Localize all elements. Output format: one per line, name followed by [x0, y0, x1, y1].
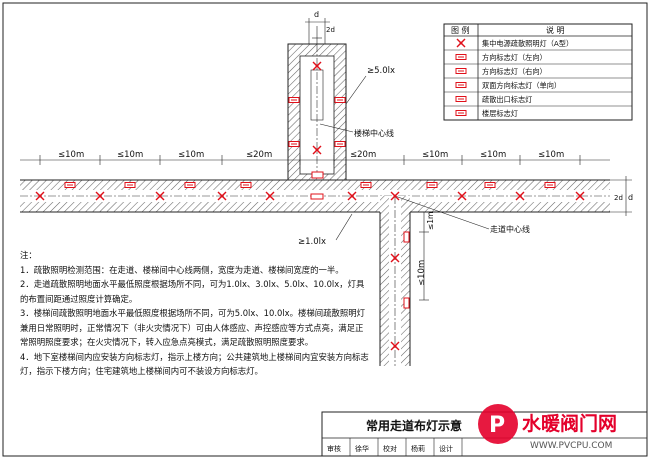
dim-d-right: d — [628, 193, 633, 202]
direction-sign — [403, 231, 410, 243]
vertical-spacing-dimension — [419, 211, 429, 301]
legend-label-1: 集中电源疏散照明灯（A型） — [482, 39, 573, 48]
direction-left-icon — [455, 54, 467, 60]
direction-sign — [334, 141, 346, 147]
watermark: P — [478, 404, 518, 444]
note-line: 2．走道疏散照明地面水平最低照度根据场所不同，可为1.0lx、3.0lx、5.0… — [20, 279, 365, 289]
spacing-right-2: ≤10m — [422, 150, 448, 160]
note-line: 的布置间距通过照度计算确定。 — [20, 293, 138, 304]
legend-label-4: 双面方向标志灯（单向） — [482, 81, 561, 90]
floor-sign — [310, 193, 324, 200]
direction-sign — [124, 182, 136, 188]
note-line: 3．楼梯间疏散照明地面水平最低照度根据场所不同，可为5.0lx、10.0lx。楼… — [20, 308, 365, 318]
direction-double-icon — [455, 82, 467, 88]
exit-sign-icon — [455, 96, 467, 102]
watermark-logo-icon — [478, 404, 518, 444]
direction-sign — [288, 97, 300, 103]
notes: 注： 1．疏散照明检测范围：在走道、楼梯间中心线两侧，宽度为走道、楼梯间宽度的一… — [20, 248, 400, 379]
spacing-left-3: ≤10m — [178, 150, 204, 160]
direction-sign — [64, 182, 76, 188]
legend-label-3: 方向标志灯（右向） — [482, 67, 547, 76]
note-line: 常照明照度要求；在火灾情况下，转入应急点亮模式，满足疏散照明照度要求。 — [20, 337, 314, 347]
top-dimension — [305, 18, 330, 44]
lux-5-label: ≥5.0lx — [367, 66, 395, 76]
corridor-centerline-label: 走道中心线 — [490, 224, 530, 234]
direction-right-icon — [455, 68, 467, 74]
floor-sign-icon — [455, 110, 467, 116]
spacing-left-4: ≤20m — [246, 150, 272, 160]
title-row-reviewer-label: 审核 — [327, 444, 341, 453]
spacing-left-2: ≤10m — [117, 150, 143, 160]
notes-title: 注： — [20, 250, 37, 260]
stairwell — [287, 43, 347, 181]
legend — [443, 23, 633, 121]
svg-text:P: P — [489, 413, 505, 438]
branch-corridor — [379, 196, 411, 366]
spacing-right-3: ≤10m — [480, 150, 506, 160]
direction-sign — [288, 141, 300, 147]
dim-2d-top: 2d — [326, 26, 335, 34]
spacing-right-4: ≤10m — [538, 150, 564, 160]
legend-header-desc: 说 明 — [546, 25, 565, 35]
watermark-url: WWW.PVCPU.COM — [530, 441, 612, 451]
title-row-reviewer: 徐华 — [355, 444, 369, 453]
stair-centerline-label: 楼梯中心线 — [354, 128, 394, 138]
legend-label-6: 楼层标志灯 — [482, 109, 518, 118]
note-line: 4．地下室楼梯间内应安装方向标志灯，指示上楼方向；公共建筑地上楼梯间内宜安装方向… — [20, 351, 369, 362]
spacing-vertical-1: ≤1m — [426, 212, 435, 230]
direction-sign — [426, 182, 438, 188]
title-block-title: 常用走道布灯示意 — [366, 418, 462, 433]
note-line: 兼用日常照明时，正常情况下（非火灾情况下）可由人体感应、声控感应等方式点亮，满足… — [20, 322, 364, 333]
direction-sign — [544, 182, 556, 188]
legend-label-5: 疏散出口标志灯 — [482, 95, 532, 104]
spacing-left-1: ≤10m — [58, 150, 84, 160]
branch-lamps — [390, 231, 410, 351]
exit-sign — [311, 171, 324, 179]
dim-d-top: d — [314, 10, 319, 19]
direction-sign — [484, 182, 496, 188]
title-row-checker-label: 校对 — [383, 444, 397, 453]
corridor-lamps — [35, 171, 585, 201]
spacing-right-1: ≤20m — [350, 150, 376, 160]
title-row-designer-label: 设计 — [439, 444, 453, 453]
direction-sign — [184, 182, 196, 188]
spacing-dimension — [20, 155, 610, 165]
direction-sign — [334, 97, 346, 103]
legend-header-symbol: 图 例 — [451, 25, 470, 35]
direction-sign — [403, 297, 410, 309]
title-row-checker: 杨莉 — [411, 444, 425, 453]
direction-sign — [360, 182, 372, 188]
lux-1-label: ≥1.0lx — [298, 237, 326, 247]
dim-2d-right: 2d — [614, 194, 623, 202]
direction-sign — [240, 182, 252, 188]
spacing-vertical-2: ≤10m — [417, 260, 427, 286]
watermark-brand: 水暖阀门网 — [522, 412, 617, 435]
note-line: 1．疏散照明检测范围：在走道、楼梯间中心线两侧，宽度为走道、楼梯间宽度的一半。 — [20, 264, 344, 275]
right-dimension — [610, 176, 632, 216]
note-line: 灯，指示下楼方向；住宅建筑地上楼梯间内可不装设方向标志灯。 — [20, 366, 263, 376]
legend-label-2: 方向标志灯（左向） — [482, 53, 547, 62]
